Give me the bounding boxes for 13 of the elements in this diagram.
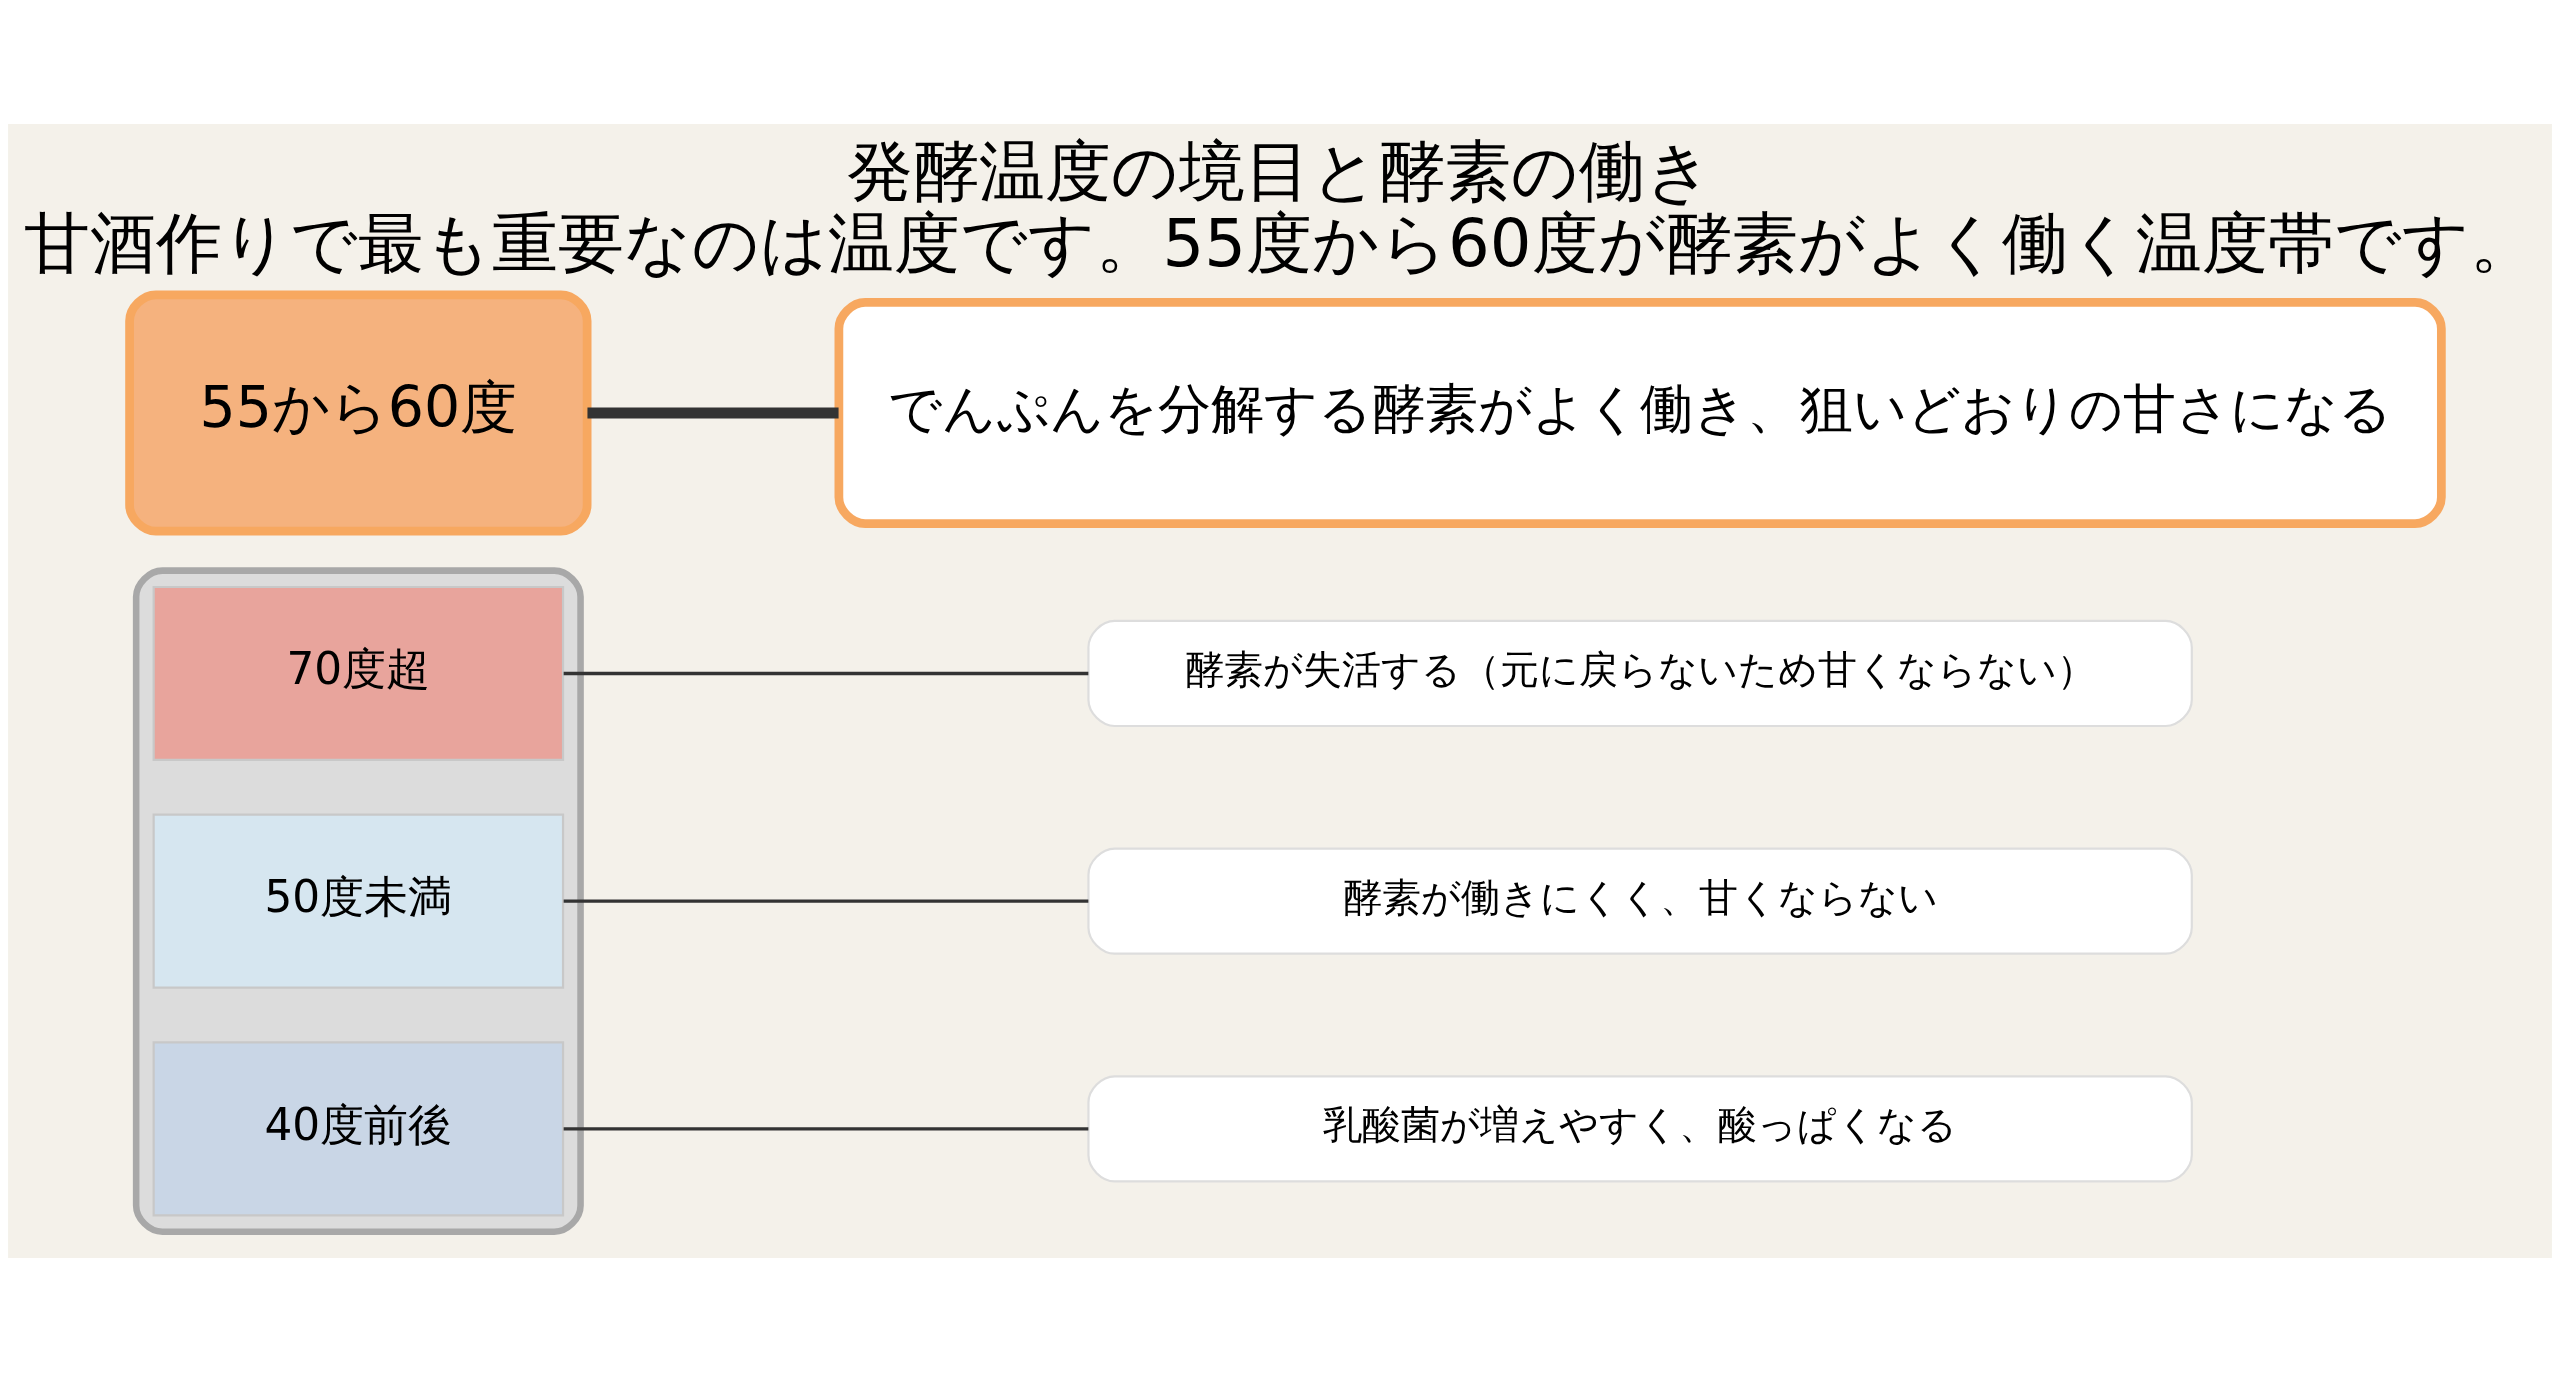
node-box: 70度超 xyxy=(152,585,565,762)
connector xyxy=(587,407,839,419)
node-box: 乳酸菌が増えやすく、酸っぱくなる xyxy=(1087,1075,2193,1183)
node-box: 55から60度 xyxy=(125,290,592,536)
node-box: 50度未満 xyxy=(152,813,565,989)
node-box: 酵素が失活する（元に戻らないため甘くならない） xyxy=(1087,619,2193,728)
connector xyxy=(563,1127,1089,1131)
node-box: 酵素が働きにくく、甘くならない xyxy=(1087,847,2193,955)
node-box: でんぷんを分解する酵素がよく働き、狙いどおりの甘さになる xyxy=(834,298,2446,528)
connector xyxy=(563,671,1089,676)
cluster xyxy=(132,567,584,1235)
connector xyxy=(563,899,1089,903)
node-box: 40度前後 xyxy=(152,1041,565,1217)
